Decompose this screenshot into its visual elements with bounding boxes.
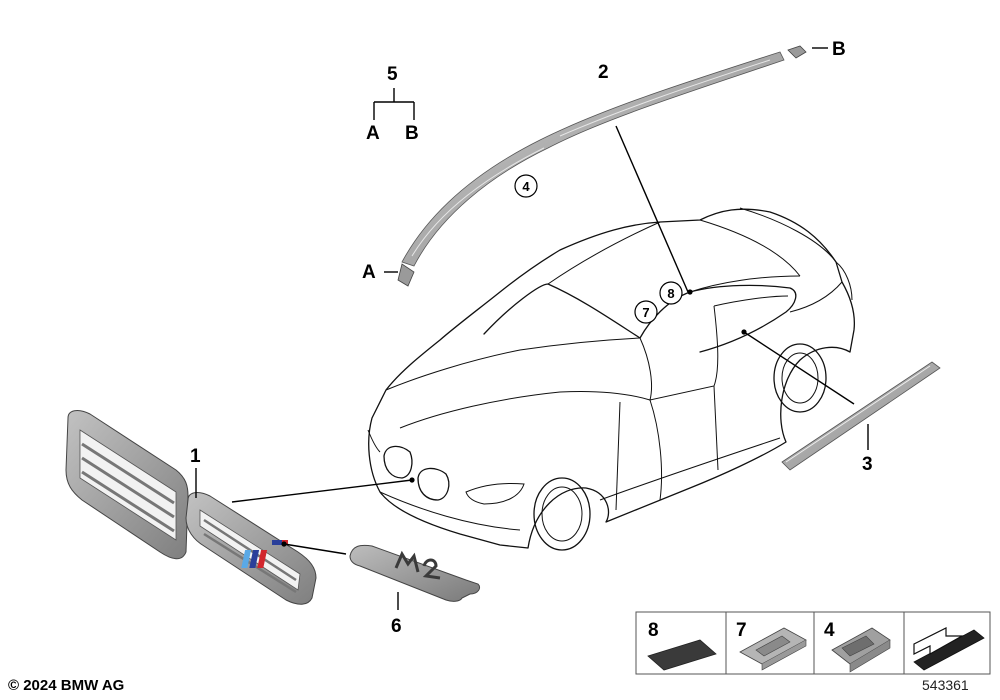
kidney-grille-part (65, 410, 317, 605)
roof-strip-part (397, 45, 807, 287)
svg-text:4: 4 (522, 179, 530, 194)
parts-legend: 8 7 4 (635, 611, 991, 675)
callout-a-left: A (362, 262, 376, 283)
leader-dot-roof (687, 289, 693, 295)
m2-badge-part (241, 544, 481, 602)
callout-3: 3 (862, 454, 873, 475)
callout-b-right: B (832, 39, 846, 60)
circled-callout-8: 8 (659, 281, 683, 305)
svg-text:7: 7 (642, 305, 649, 320)
legend-number-7: 7 (736, 620, 747, 641)
circled-callout-7: 7 (634, 300, 658, 324)
leader-lines (195, 47, 869, 610)
callout-1: 1 (190, 446, 201, 467)
svg-text:8: 8 (667, 286, 674, 301)
holder-clip-icon (831, 627, 891, 673)
callout-5: 5 (387, 64, 398, 85)
circled-callout-4: 4 (514, 174, 538, 198)
callout-2: 2 (598, 62, 609, 83)
car-outline (367, 207, 856, 551)
legend-number-4: 4 (824, 620, 835, 641)
clip-icon (739, 627, 807, 671)
sill-strip-part (781, 361, 941, 471)
leader-dot-grille (409, 477, 415, 483)
callout-b-top: B (405, 123, 419, 144)
diagram-number: 543361 (922, 677, 969, 693)
leader-dot-badge (281, 541, 287, 547)
callout-6: 6 (391, 616, 402, 637)
adhesive-tape-arrow-icon (913, 627, 985, 671)
leader-dot-door (741, 329, 747, 335)
copyright-text: © 2024 BMW AG (8, 677, 125, 694)
callout-a-top: A (366, 123, 380, 144)
legend-number-8: 8 (648, 620, 659, 641)
adhesive-pad-icon (647, 639, 717, 671)
